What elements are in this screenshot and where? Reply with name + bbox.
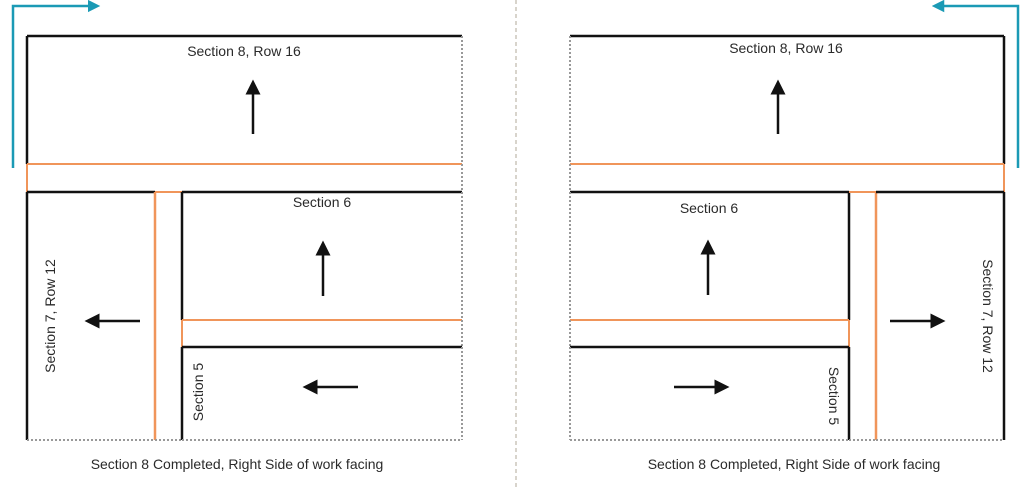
section-8-label: Section 8, Row 16 — [187, 43, 301, 59]
section-5-block — [569, 345, 851, 441]
section-5-label: Section 5 — [826, 367, 842, 426]
seam-band-horizontal — [569, 163, 1005, 192]
right-diagram: Section 8, Row 16 Section 6 — [569, 0, 1020, 472]
section-6-label: Section 6 — [293, 194, 352, 210]
section-7-label: Section 7, Row 12 — [980, 259, 996, 373]
seam-band-vertical — [849, 191, 878, 441]
section-5-block — [180, 345, 463, 441]
seam-band-inner — [569, 319, 850, 347]
section-8-block — [569, 34, 1006, 164]
arrow-turn-right-icon — [11, 0, 101, 168]
seam-band-inner — [181, 319, 463, 347]
section-6-block — [180, 190, 463, 320]
section-5-label: Section 5 — [190, 363, 206, 422]
left-diagram: Section 8, Row 16 Section 7, Row 12 — [11, 0, 463, 472]
section-6-label: Section 6 — [680, 200, 739, 216]
seam-band-vertical — [153, 191, 182, 441]
caption: Section 8 Completed, Right Side of work … — [648, 456, 941, 472]
section-8-block — [25, 34, 463, 164]
seam-band-horizontal — [26, 163, 463, 192]
section-7-block — [25, 190, 155, 441]
section-8-label: Section 8, Row 16 — [729, 40, 843, 56]
caption: Section 8 Completed, Right Side of work … — [91, 456, 384, 472]
section-7-block — [876, 190, 1006, 441]
section-6-block — [569, 190, 851, 320]
arrow-turn-left-icon — [931, 0, 1020, 168]
section-7-label: Section 7, Row 12 — [42, 259, 58, 373]
